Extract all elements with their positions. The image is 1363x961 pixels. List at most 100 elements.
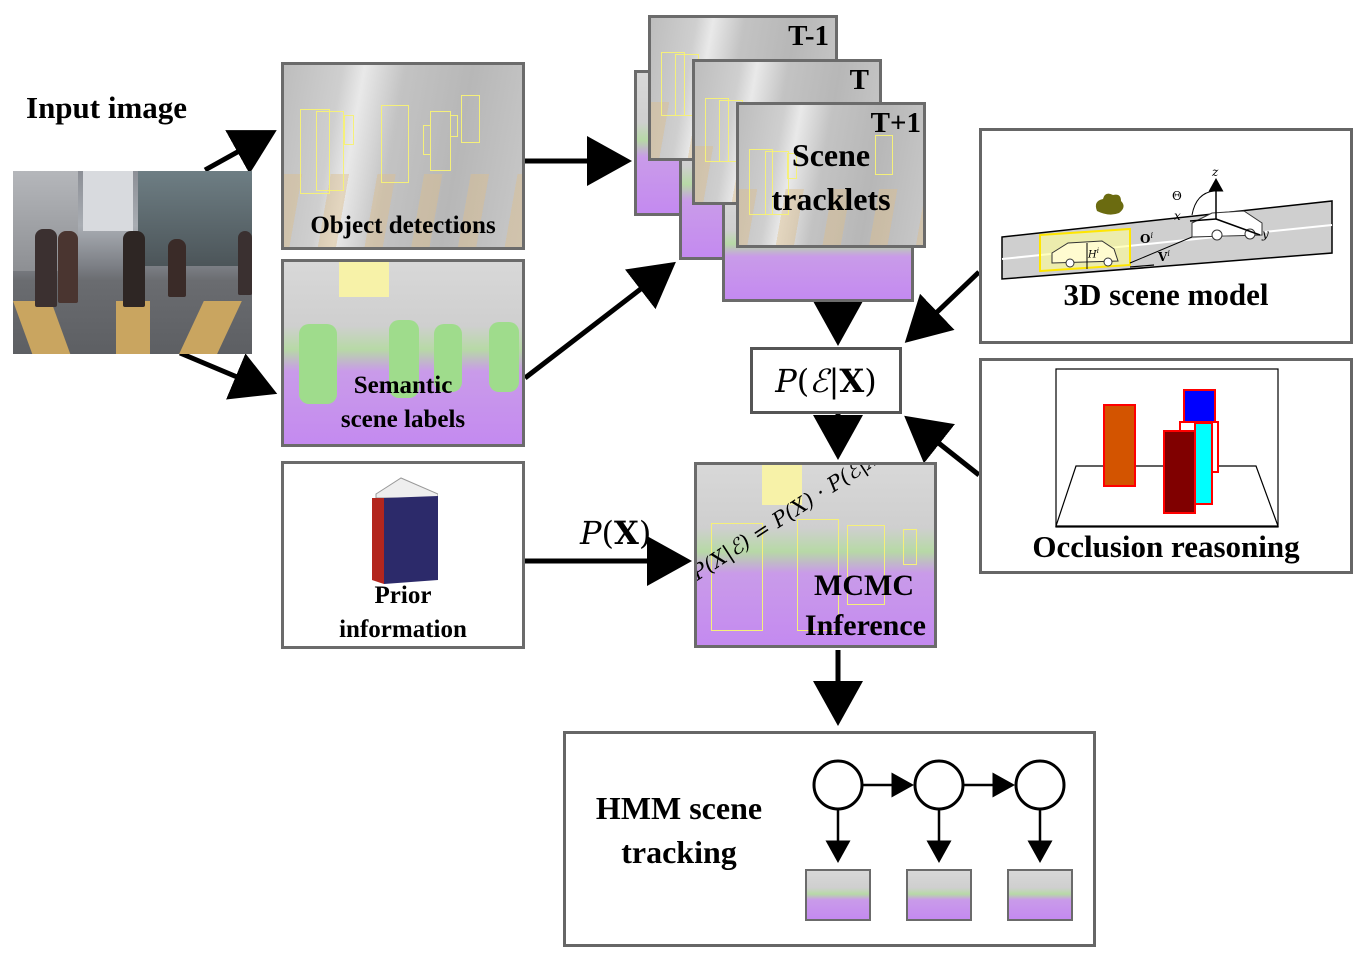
input-image-stripe	[178, 301, 242, 354]
frame-label-t-minus-1: T-1	[788, 20, 829, 52]
semantic-labels-panel: Semantic scene labels	[281, 259, 525, 447]
pedestrian-mask	[489, 322, 519, 392]
arrow-scene-model-to-likelihood	[904, 270, 981, 343]
input-image	[13, 171, 252, 354]
tracklets-label-line1: Scene	[791, 137, 871, 173]
frame-label-t-plus-1: T+1	[870, 107, 921, 139]
O-superscript: i	[1150, 231, 1154, 240]
prior-edge-label: P(X)	[580, 514, 651, 552]
detection-box	[300, 109, 330, 194]
theta-label: Θ	[1172, 189, 1182, 203]
object-detections-panel: Object detections	[281, 62, 525, 250]
likelihood-close: )	[864, 361, 877, 400]
detection-box	[344, 115, 354, 145]
H-superscript: i	[1096, 247, 1099, 255]
road-stripes	[739, 189, 923, 245]
detection-box	[661, 52, 685, 116]
input-image-pedestrian	[238, 231, 252, 295]
axis-x-label: x	[1174, 209, 1181, 223]
detection-box	[711, 523, 763, 631]
input-image-pedestrian	[35, 229, 57, 307]
tracklets-label-line2: tracklets	[771, 181, 891, 217]
hmm-box: HMM scene tracking	[563, 731, 1096, 947]
pedestrian-mask	[299, 324, 337, 404]
input-image-pedestrian	[58, 231, 78, 303]
detection-box	[461, 95, 480, 143]
prior-edge-P: P	[580, 514, 602, 552]
V-superscript: i	[1167, 249, 1170, 258]
detection-box	[765, 151, 789, 215]
occlusion-box: Occlusion reasoning	[979, 358, 1353, 574]
detection-box	[749, 149, 773, 215]
axis-z-label: z	[1212, 165, 1219, 179]
mcmc-inference-panel: P(X|ℰ) = P(X) · P(ℰ|X) MCMC Inference	[694, 462, 937, 648]
arrow-input-to-semantic	[179, 350, 278, 400]
object-detections-label: Object detections	[310, 212, 496, 240]
prior-edge-close: )	[638, 514, 652, 552]
scene-model-label: 3D scene model	[1063, 277, 1269, 312]
hmm-observation-thumbnail	[906, 869, 972, 921]
O-label: Oi	[1140, 231, 1153, 246]
input-image-stripe	[13, 301, 72, 354]
prior-edge-X: X	[614, 514, 639, 552]
prior-edge-open: (	[601, 514, 615, 552]
likelihood-X: X	[839, 361, 865, 400]
occluder-orange	[1103, 404, 1136, 487]
detection-box	[430, 111, 451, 171]
detection-box	[450, 115, 458, 137]
book-icon	[368, 476, 439, 586]
hmm-graph	[812, 759, 1066, 863]
likelihood-open: (	[796, 361, 810, 400]
frame-label-t: T	[849, 64, 869, 96]
V-vector	[1129, 264, 1155, 268]
pedestrian-mask	[389, 320, 419, 398]
V-symbol: V	[1158, 250, 1168, 264]
sky-region	[762, 465, 802, 505]
detection-box	[875, 135, 893, 175]
tracklet-frame-t-plus-1: T+1 Scene tracklets	[736, 102, 926, 248]
hmm-observation-thumbnail	[805, 869, 871, 921]
prior-information-box: Prior information	[281, 461, 525, 649]
detection-box	[381, 105, 409, 183]
O-symbol: O	[1140, 232, 1151, 246]
detection-box	[705, 98, 729, 162]
likelihood-P: P	[775, 361, 797, 400]
axis-y	[1215, 218, 1261, 236]
hmm-label-line2: tracking	[621, 834, 737, 870]
scene-model-illustration	[1001, 178, 1333, 280]
prior-label-line2: information	[339, 616, 467, 643]
road-stripes	[284, 174, 522, 247]
axis-y-label: y	[1262, 227, 1269, 241]
hmm-label-line1: HMM scene	[595, 790, 763, 826]
occluder-cyan	[1194, 422, 1213, 505]
input-image-pedestrian	[168, 239, 186, 297]
occlusion-label: Occlusion reasoning	[1032, 529, 1300, 564]
arrow-semantic-to-tracklets	[523, 261, 676, 380]
arrow-input-to-detections	[203, 130, 277, 174]
V-label: Vi	[1158, 249, 1170, 264]
hmm-state-node	[812, 759, 864, 811]
occlusion-illustration	[1055, 368, 1279, 528]
H-symbol: H	[1088, 249, 1097, 261]
image-plane	[1055, 368, 1279, 528]
input-image-title: Input image	[26, 90, 188, 125]
detection-box	[847, 525, 885, 605]
semantic-labels-label-line1: Semantic	[353, 372, 453, 399]
detection-box	[316, 111, 344, 191]
detection-box	[903, 529, 917, 565]
prior-label-line1: Prior	[374, 582, 432, 609]
likelihood-E: ℰ	[809, 361, 829, 400]
input-image-sky	[83, 171, 133, 231]
hmm-state-node	[913, 759, 965, 811]
scene-model-box: z x y Θ Oi Vi Hi 3D scene model	[979, 128, 1353, 344]
tree-icon	[1095, 193, 1124, 215]
theta-arc	[1191, 190, 1215, 216]
likelihood-bar: |	[828, 361, 840, 400]
input-image-pedestrian	[123, 231, 145, 307]
occluder-darkred	[1163, 430, 1196, 514]
likelihood-box: P(ℰ|X)	[750, 347, 902, 414]
input-image-building-right	[138, 171, 252, 266]
pedestrian-mask	[434, 324, 462, 392]
H-label: Hi	[1088, 247, 1099, 260]
